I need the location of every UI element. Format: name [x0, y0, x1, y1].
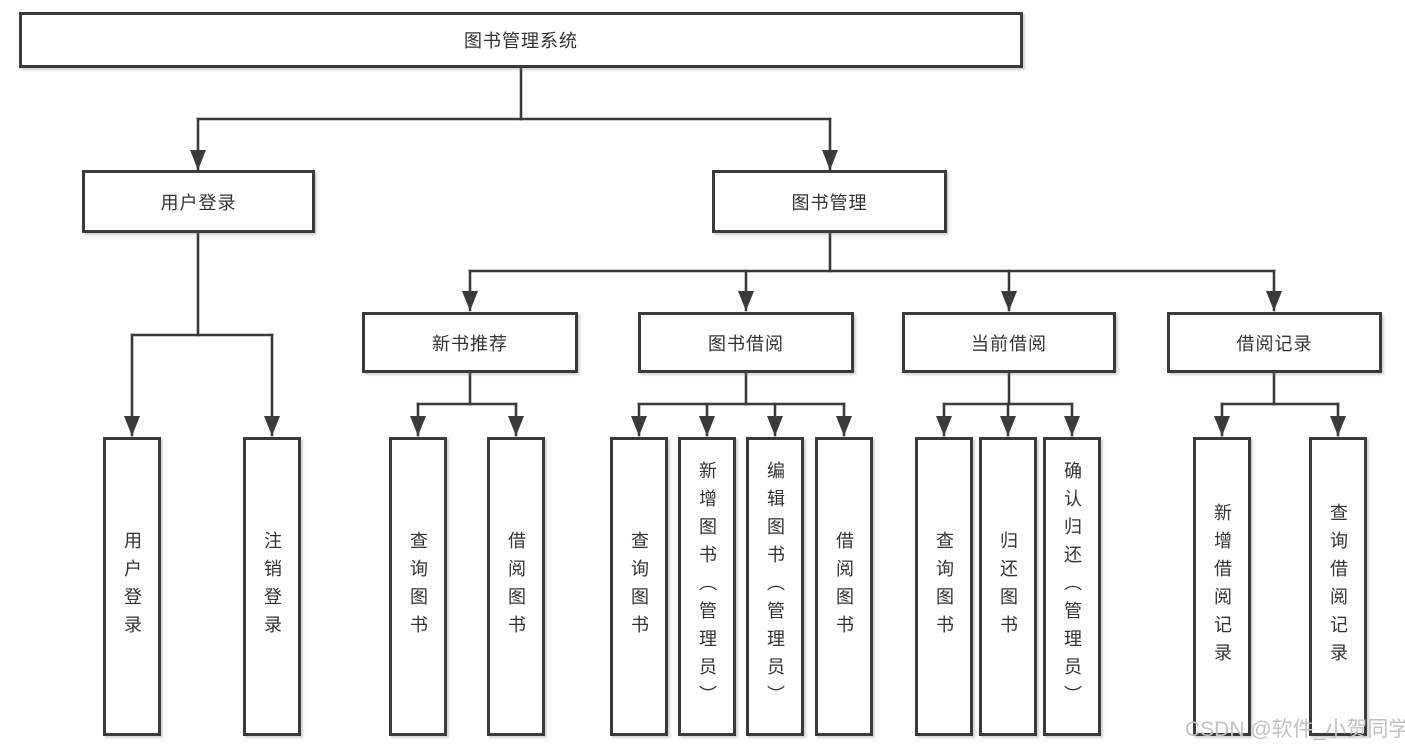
leaf-label: 新增借阅记录: [1212, 502, 1232, 671]
node-book-management: 图书管理: [712, 170, 947, 233]
csdn-watermark: CSDN @软件_小贺同学: [1185, 718, 1405, 741]
leaf-label: 查询借阅记录: [1328, 502, 1348, 671]
leaf-user-login: 用户登录: [103, 437, 161, 736]
leaf-label: 查询图书: [934, 530, 954, 643]
leaf-label: 查询图书: [629, 530, 649, 643]
leaf-label: 注销登录: [262, 530, 282, 643]
leaf-label: 归还图书: [998, 530, 1018, 643]
leaf-label: 查询图书: [408, 530, 428, 643]
leaf-label: 借阅图书: [506, 530, 526, 643]
leaf-label: 新增图书（管理员）: [697, 460, 717, 713]
leaf-label: 借阅图书: [834, 530, 854, 643]
leaf-newbook-borrow-books: 借阅图书: [487, 437, 545, 736]
node-user-login: 用户登录: [82, 170, 315, 233]
node-current-borrow: 当前借阅: [902, 312, 1116, 373]
leaf-borrow-borrow-books: 借阅图书: [815, 437, 873, 736]
leaf-borrow-add-books-admin: 新增图书（管理员）: [678, 437, 736, 736]
leaf-label: 用户登录: [122, 530, 142, 643]
leaf-current-return-books: 归还图书: [979, 437, 1037, 736]
leaf-borrow-edit-books-admin: 编辑图书（管理员）: [746, 437, 804, 736]
leaf-current-confirm-return-admin: 确认归还（管理员）: [1043, 437, 1101, 736]
leaf-label: 确认归还（管理员）: [1062, 460, 1082, 713]
leaf-records-add-borrow-record: 新增借阅记录: [1193, 437, 1251, 736]
leaf-borrow-query-books: 查询图书: [610, 437, 668, 736]
node-new-book-recommend: 新书推荐: [362, 312, 578, 373]
leaf-records-query-borrow-record: 查询借阅记录: [1309, 437, 1367, 736]
leaf-current-query-books: 查询图书: [915, 437, 973, 736]
node-book-borrow: 图书借阅: [638, 312, 854, 373]
leaf-newbook-query-books: 查询图书: [389, 437, 447, 736]
node-borrow-records: 借阅记录: [1167, 312, 1382, 373]
leaf-label: 编辑图书（管理员）: [765, 460, 785, 713]
leaf-logout: 注销登录: [243, 437, 301, 736]
node-root-system: 图书管理系统: [19, 12, 1023, 68]
